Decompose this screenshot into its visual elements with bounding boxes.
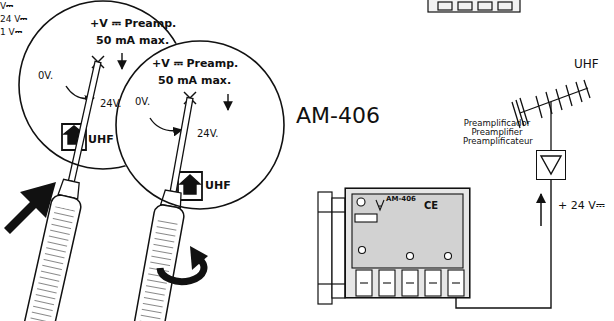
voltage-label: 24 V⎓ xyxy=(0,14,27,24)
antenna-label: UHF xyxy=(574,58,599,72)
setting-text: +V ⎓ Preamp. xyxy=(90,18,176,31)
setting-text: UHF xyxy=(88,134,114,147)
dc-arrow xyxy=(540,194,542,226)
supply-label: + 24 V⎓ xyxy=(558,200,605,213)
voltage-label: V⎓ xyxy=(0,1,13,11)
model-name: AM-406 xyxy=(386,195,416,203)
cable xyxy=(456,180,551,308)
setting-text: UHF xyxy=(205,180,231,193)
zoom-circle: +V ⎓ Preamp. 50 mA max. 0V. 24V. UHF xyxy=(115,40,285,210)
setting-text: 50 mA max. xyxy=(158,75,231,88)
model-name: AM-406 xyxy=(296,103,380,128)
preamp-label: Preamplificador Preamplifier Preamplific… xyxy=(463,119,531,147)
setting-text: 50 mA max. xyxy=(96,35,169,48)
amplifier-body xyxy=(345,188,470,298)
setting-text: 0V. xyxy=(135,96,150,108)
mounting-rail xyxy=(318,192,345,304)
device-top xyxy=(428,0,520,12)
amplifier-box: AM-406AM-406 xyxy=(345,188,470,298)
push-arrow xyxy=(4,182,56,234)
ce-mark: CE xyxy=(424,200,438,212)
rotate-arrow xyxy=(160,246,208,282)
preamp-box: Preamplificador Preamplifier Preamplific… xyxy=(536,150,566,180)
preamp-triangle xyxy=(541,156,561,174)
setting-text: 0V. xyxy=(38,70,53,82)
voltage-label: 1 V⎓ xyxy=(0,27,22,37)
setting-text: 24V. xyxy=(197,128,218,140)
setting-text: +V ⎓ Preamp. xyxy=(152,58,238,71)
